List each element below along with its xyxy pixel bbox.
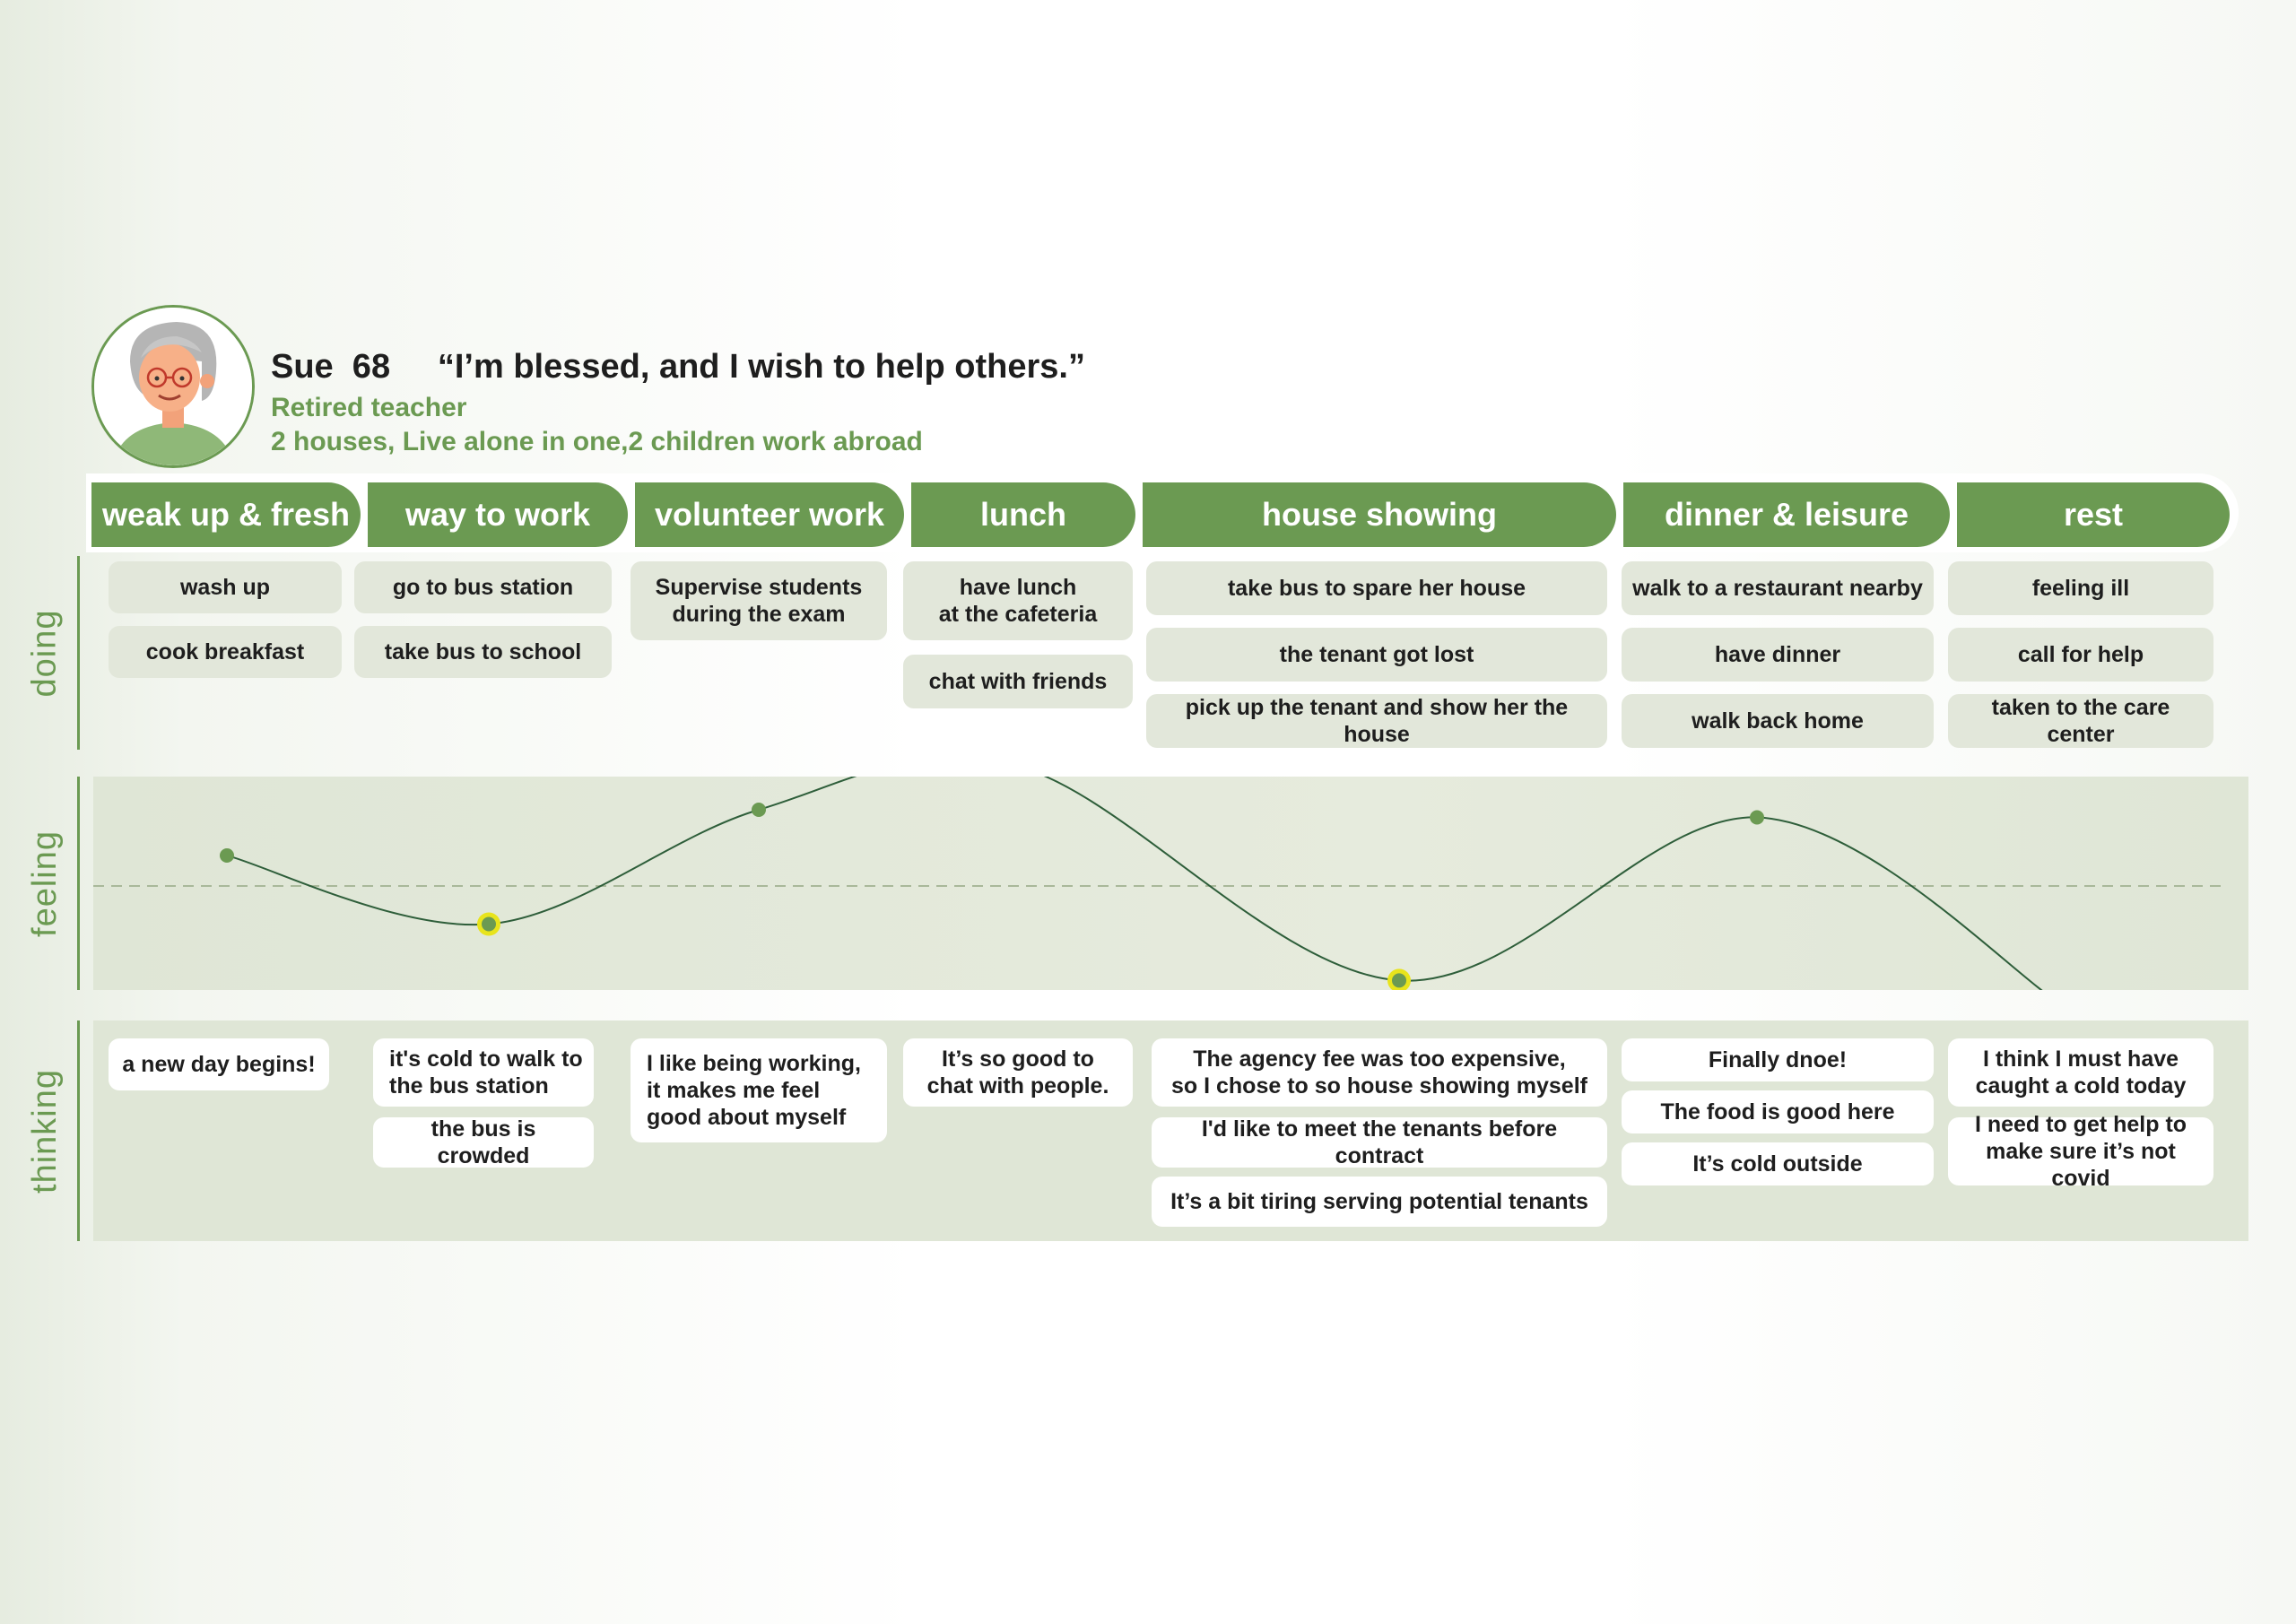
stage-header: dinner & leisure: [1623, 482, 1950, 547]
stage-header: rest: [1957, 482, 2230, 547]
doing-card: take bus to school: [354, 626, 612, 678]
emotion-point: [752, 803, 766, 817]
emotion-curve-line: [226, 757, 2063, 1006]
thought-card: I think I must have caught a cold today: [1948, 1038, 2213, 1107]
persona-role: Retired teacher: [271, 393, 467, 422]
emotion-point: [482, 916, 496, 932]
emotion-point: [1750, 810, 1764, 825]
persona-situation: 2 houses, Live alone in one,2 children w…: [271, 427, 923, 456]
doing-card: call for help: [1948, 628, 2213, 682]
doing-card: cook breakfast: [109, 626, 342, 678]
doing-card: feeling ill: [1948, 561, 2213, 615]
thought-card: The food is good here: [1622, 1090, 1934, 1133]
stage-header: way to work: [368, 482, 628, 547]
thought-card: It’s so good to chat with people.: [903, 1038, 1133, 1107]
doing-card: walk back home: [1622, 694, 1934, 748]
doing-card: have lunch at the cafeteria: [903, 561, 1133, 640]
persona-avatar: [91, 305, 255, 468]
persona-name-quote: Sue 68 “I’m blessed, and I wish to help …: [271, 348, 1085, 386]
stage-header: weak up & fresh: [91, 482, 361, 547]
doing-card: chat with friends: [903, 655, 1133, 708]
row-divider: [77, 777, 80, 990]
doing-card: pick up the tenant and show her the hous…: [1146, 694, 1607, 748]
thought-card: It’s cold outside: [1622, 1142, 1934, 1185]
thought-card: Finally dnoe!: [1622, 1038, 1934, 1081]
doing-card: take bus to spare her house: [1146, 561, 1607, 615]
doing-card: wash up: [109, 561, 342, 613]
doing-card: the tenant got lost: [1146, 628, 1607, 682]
stage-header: volunteer work: [635, 482, 904, 547]
thought-card: the bus is crowded: [373, 1116, 594, 1168]
thought-card: it's cold to walk to the bus station: [373, 1038, 594, 1107]
emotion-point: [220, 848, 234, 863]
thought-card: The agency fee was too expensive, so I c…: [1152, 1038, 1607, 1107]
elderly-woman-illustration: [94, 308, 252, 465]
row-label-thinking: thinking: [25, 1068, 64, 1194]
thought-card: I need to get help to make sure it’s not…: [1948, 1112, 2213, 1191]
row-label-doing: doing: [25, 609, 64, 697]
doing-card: taken to the care center: [1948, 694, 2213, 748]
row-label-feeling: feeling: [25, 829, 64, 937]
thought-card: I'd like to meet the tenants before cont…: [1152, 1116, 1607, 1168]
row-divider: [77, 1020, 80, 1241]
emotion-point: [1392, 973, 1406, 988]
thought-card: It’s a bit tiring serving potential tena…: [1152, 1177, 1607, 1227]
feeling-panel: [93, 757, 2248, 1017]
doing-card: walk to a restaurant nearby: [1622, 561, 1934, 615]
doing-card: have dinner: [1622, 628, 1934, 682]
emotion-curve-chart: [93, 757, 2228, 1017]
thought-card: a new day begins!: [109, 1038, 329, 1090]
stage-header: house showing: [1143, 482, 1616, 547]
thought-card: I like being working, it makes me feel g…: [631, 1038, 887, 1142]
doing-card: Supervise students during the exam: [631, 561, 887, 640]
doing-card: go to bus station: [354, 561, 612, 613]
row-divider: [77, 556, 80, 750]
stage-header: lunch: [911, 482, 1135, 547]
